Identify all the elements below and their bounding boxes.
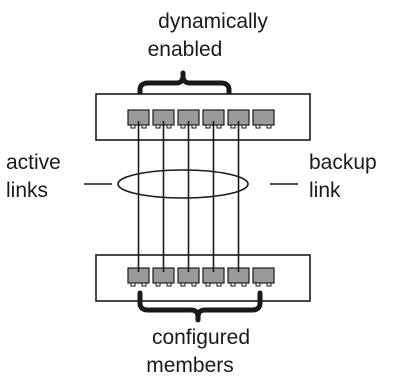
right-label-line1: backup [309, 151, 377, 174]
top-port-1 [127, 109, 150, 129]
right-label-line2: link [309, 179, 341, 202]
top-port-2 [152, 109, 175, 129]
bottom-switch-ports [127, 267, 275, 287]
top-port-3 [177, 109, 200, 129]
left-label-line2: links [6, 179, 48, 202]
top-switch-ports [127, 109, 275, 129]
bottom-port-3 [177, 267, 200, 287]
left-label-line1: active [6, 151, 61, 174]
bottom-label-line1: configured [152, 326, 250, 349]
top-label-line2: enabled [148, 38, 223, 61]
bottom-brace [137, 290, 263, 323]
top-brace [137, 70, 232, 103]
bottom-label-line2: members [146, 354, 234, 377]
bottom-port-1 [127, 267, 150, 287]
bottom-port-6 [252, 267, 275, 287]
active-links-ellipse [117, 169, 249, 199]
top-port-6 [252, 109, 275, 129]
top-label-line1: dynamically [158, 10, 268, 33]
top-port-4 [202, 109, 225, 129]
bottom-port-5 [227, 267, 250, 287]
